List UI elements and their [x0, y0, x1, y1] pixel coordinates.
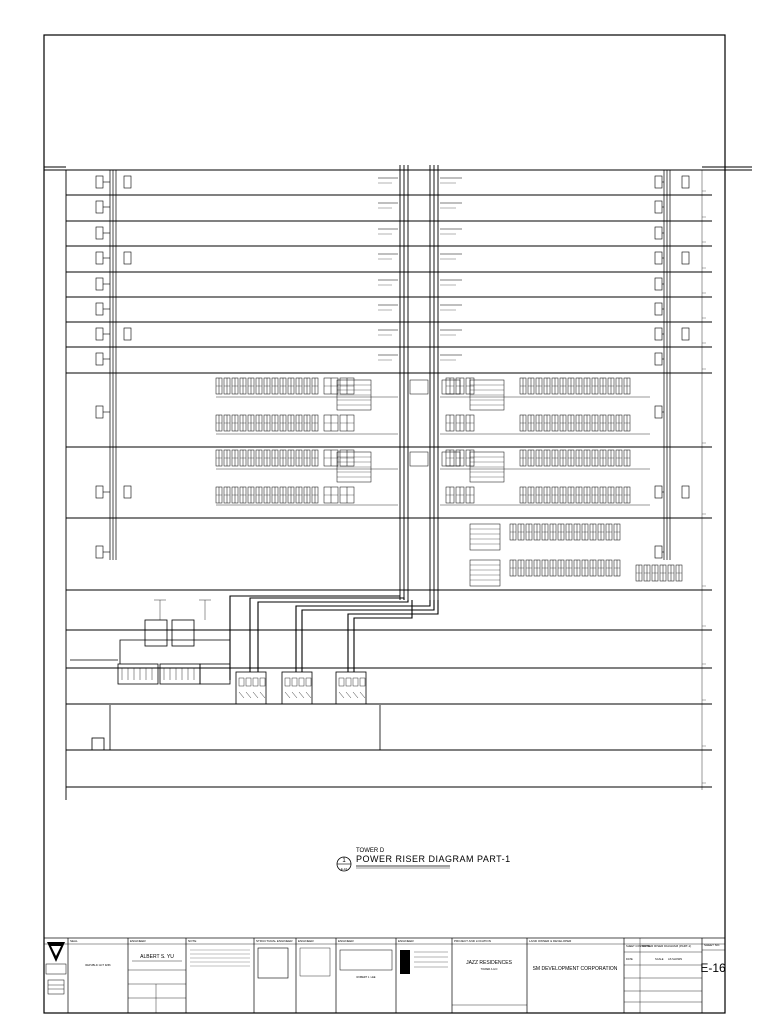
diagram-title: POWER RISER DIAGRAM PART-1 [356, 854, 511, 864]
engineer-label-4: ENGINEER [398, 939, 415, 943]
owner-label: LAND OWNER & DEVELOPER [529, 939, 572, 943]
structural-engineer-label: STRUCTURAL ENGINEER [256, 939, 293, 943]
floor-level-lines [65, 170, 712, 800]
diagram-title-block: 1 E-16 TOWER D POWER RISER DIAGRAM PART-… [336, 848, 511, 872]
engineer-label-2: ENGINEER [298, 939, 315, 943]
sheet-no: E-16 [700, 961, 726, 975]
seal-caption: REPUBLIC ACT 9266 [85, 963, 111, 967]
scale-label: SCALE [655, 957, 664, 961]
scale-value: AS SHOWN [668, 957, 682, 961]
project-label: PROJECT AND LOCATION [454, 939, 491, 943]
title-block [43, 937, 726, 1014]
project-sub: TOWER A & D [481, 967, 498, 971]
service-entrance [44, 166, 752, 171]
riser-bundle-center [399, 165, 439, 600]
feeder-routing [229, 595, 439, 680]
engineer-label-3: ENGINEER [338, 939, 355, 943]
riser-bundle-left [109, 170, 117, 560]
sheet-contents: POWER RISER DIAGRAM (PART-1) [642, 944, 691, 948]
detail-ref-number: 1 [342, 858, 346, 864]
owner-name: SM DEVELOPMENT CORPORATION [533, 966, 618, 972]
engineer-label: ENGINEER [130, 939, 147, 943]
substation-equipment [70, 619, 381, 751]
diagram-tower-label: TOWER D [356, 848, 385, 854]
note-label: NOTE [188, 939, 196, 943]
project-name: JAZZ RESIDENCES [466, 960, 513, 966]
meter-banks [215, 377, 683, 587]
engineer-name: ALBERT S. YU [140, 954, 174, 960]
title-block-marks [190, 947, 448, 979]
floor-equipment-tags [95, 175, 706, 784]
substation-detail [68, 599, 366, 751]
sheet-no-label: SHEET NO. [704, 943, 720, 947]
date-label: DATE [626, 957, 633, 961]
seal-label: SEAL [70, 939, 78, 943]
detail-ref-sheet: E-16 [341, 867, 348, 871]
engineer-2-name: ROBERT J. LEE [356, 975, 375, 979]
firm-logo [45, 942, 67, 995]
riser-bundle-right [663, 170, 671, 560]
sheet-contents-label: SHEET CONTENTS [626, 944, 650, 948]
